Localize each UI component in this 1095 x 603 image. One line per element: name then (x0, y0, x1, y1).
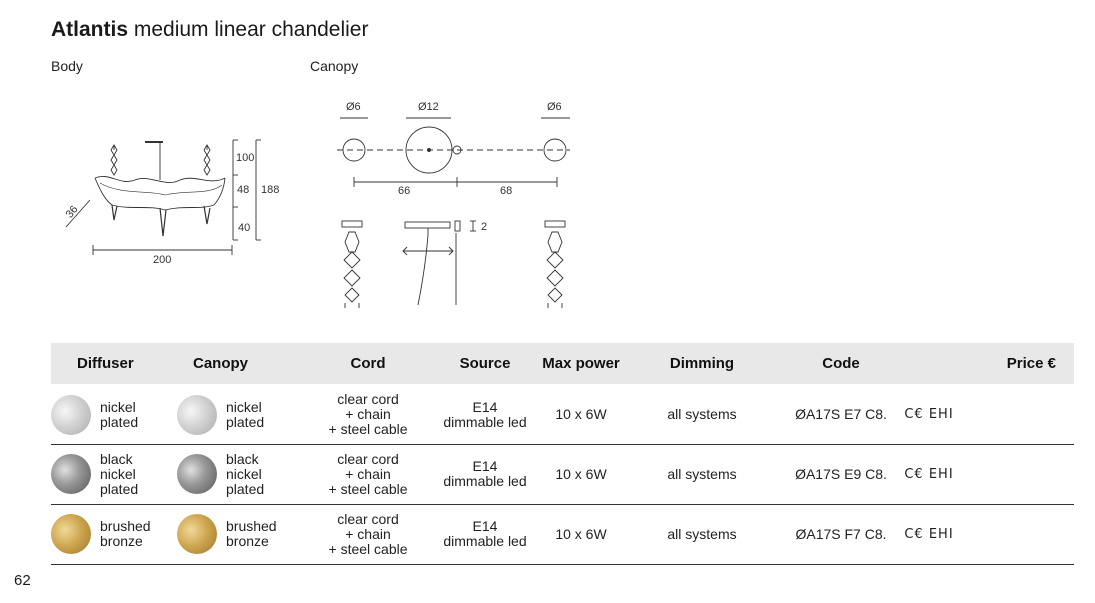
price-cell (959, 504, 1074, 564)
header-price: Price € (1006, 355, 1056, 372)
source-cell: E14 dimmable led (443, 518, 527, 549)
diffuser-finish: brushed bronze (100, 518, 151, 549)
header-max-power: Max power (542, 355, 620, 372)
body-drawing (65, 139, 261, 255)
dim-o12: Ø12 (418, 101, 439, 113)
diffuser-finish: black nickel plated (100, 450, 139, 497)
header-source: Source (459, 355, 511, 372)
source-cell: E14 dimmable led (443, 398, 527, 430)
body-label: Body (51, 58, 83, 74)
dim-188: 188 (261, 184, 279, 196)
header-code: Code (822, 355, 860, 372)
price-cell (959, 444, 1074, 504)
code-cell: ØA17S F7 C8. (795, 525, 887, 542)
header-diffuser: Diffuser (77, 355, 134, 372)
canopy-finish: nickel plated (226, 398, 265, 430)
dimming-cell: all systems (667, 406, 737, 423)
canopy-finish: black nickel plated (226, 450, 265, 497)
dim-2: 2 (481, 221, 487, 233)
code-cell: ØA17S E7 C8. (795, 406, 887, 423)
dim-200: 200 (153, 254, 171, 266)
header-dimming: Dimming (669, 355, 735, 372)
dim-48: 48 (237, 184, 249, 196)
table-header: Diffuser Canopy Cord Source Max power Di… (51, 343, 1074, 384)
cert-marks: C€ EHI (904, 466, 954, 482)
nickel-swatch (51, 394, 91, 435)
black-nickel-swatch (51, 454, 91, 494)
canopy-label: Canopy (310, 58, 359, 74)
cord-cell: clear cord + chain + steel cable (328, 391, 408, 438)
source-cell: E14 dimmable led (443, 458, 527, 489)
header-cert (899, 343, 959, 384)
diffuser-finish: nickel plated (100, 398, 139, 430)
power-cell: 10 x 6W (555, 525, 607, 542)
dim-o6-right: Ø6 (547, 101, 562, 113)
dim-36: 36 (64, 203, 81, 220)
dim-100: 100 (236, 152, 254, 164)
code-cell: ØA17S E9 C8. (795, 465, 887, 482)
canopy-finish: brushed bronze (226, 518, 277, 549)
table-row: black nickel plated black nickel plated … (51, 444, 1074, 504)
spec-table: Diffuser Canopy Cord Source Max power Di… (51, 343, 1074, 565)
dim-66: 66 (398, 185, 410, 197)
dim-o6-left: Ø6 (346, 101, 361, 113)
nickel-swatch (177, 394, 217, 435)
table-row: nickel plated nickel plated clear cord +… (51, 384, 1074, 444)
canopy-side-views (341, 220, 566, 308)
canopy-top-view (337, 117, 570, 187)
page-number: 62 (14, 572, 31, 589)
dimming-cell: all systems (667, 465, 737, 482)
technical-drawing: 100 48 188 40 200 36 Ø6 Ø12 Ø6 66 68 (64, 101, 570, 308)
dim-68: 68 (500, 185, 512, 197)
dimming-cell: all systems (667, 525, 737, 542)
title-rest: medium linear chandelier (133, 18, 369, 41)
dim-40: 40 (238, 222, 250, 234)
header-canopy: Canopy (193, 355, 249, 372)
table-row: brushed bronze brushed bronze clear cord… (51, 504, 1074, 564)
cord-cell: clear cord + chain + steel cable (328, 510, 408, 557)
page-title: Atlantis medium linear chandelier (51, 18, 368, 42)
power-cell: 10 x 6W (555, 465, 607, 482)
cert-marks: C€ EHI (904, 407, 954, 423)
price-cell (959, 384, 1074, 444)
cord-cell: clear cord + chain + steel cable (328, 450, 408, 497)
black-nickel-swatch (177, 454, 217, 494)
bronze-swatch (51, 514, 91, 554)
title-bold: Atlantis (51, 18, 129, 41)
power-cell: 10 x 6W (555, 406, 607, 423)
bronze-swatch (177, 514, 217, 554)
header-cord: Cord (350, 355, 386, 372)
cert-marks: C€ EHI (904, 526, 954, 542)
